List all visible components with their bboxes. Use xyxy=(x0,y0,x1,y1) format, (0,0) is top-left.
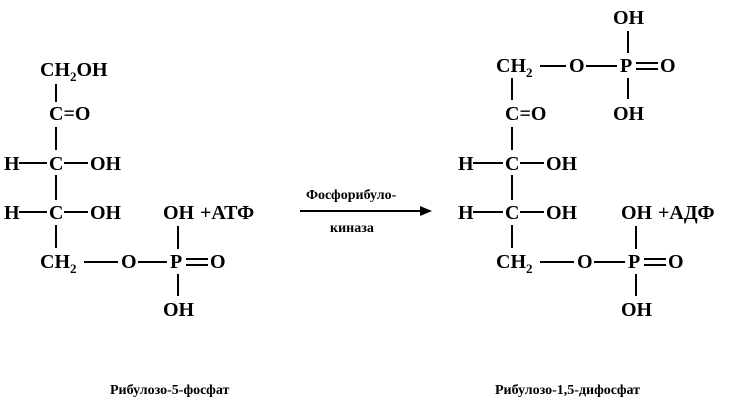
product-row1-c: C xyxy=(505,153,519,175)
atp-label: +АТФ xyxy=(200,202,254,224)
product-row1-h: H xyxy=(458,153,474,175)
product-phosphate-top-oh: OH xyxy=(621,202,653,224)
product-row2-oh: OH xyxy=(546,202,578,224)
adp-label: +АДФ xyxy=(658,202,715,224)
product-carbonyl: C=O xyxy=(505,103,546,125)
product-name: Рибулозо-1,5-дифосфат xyxy=(495,383,640,398)
reactant-carbonyl: C=O xyxy=(49,103,90,125)
reactant-name: Рибулозо-5-фосфат xyxy=(110,383,229,398)
product-row2-h: H xyxy=(458,202,474,224)
arrow-head xyxy=(420,206,432,216)
product-phosphate-row: CH2 xyxy=(496,251,533,276)
enzyme-line1: Фосфорибуло- xyxy=(306,188,397,203)
enzyme-line2: киназа xyxy=(330,221,374,236)
reactant-row2-c: C xyxy=(49,202,63,224)
reactant-phosphate-p: P xyxy=(170,251,182,273)
reactant-phosphate-row: CH2 xyxy=(40,251,77,276)
reactant-phosphate-eq-o: O xyxy=(210,251,226,273)
reaction-arrow-group: Фосфорибуло- киназа xyxy=(300,188,432,236)
product-top-eq-o: O xyxy=(660,55,676,77)
reactant-row2-oh: OH xyxy=(90,202,122,224)
reactant-row1-oh: OH xyxy=(90,153,122,175)
product-top-phosphate-oh-top: OH xyxy=(613,7,645,29)
reactant-row1-h: H xyxy=(4,153,20,175)
product-top-row: CH2 xyxy=(496,55,533,80)
product-top-phosphate-oh-bottom: OH xyxy=(613,103,645,125)
reactant-phosphate-o: O xyxy=(121,251,137,273)
product-phosphate-eq-o: O xyxy=(668,251,684,273)
reactant-ch2oh: CH2OH xyxy=(40,59,108,84)
product-top-p: P xyxy=(620,55,632,77)
product-top-o: O xyxy=(569,55,585,77)
product-phosphate-bottom-oh: OH xyxy=(621,299,653,321)
reactant-row1-c: C xyxy=(49,153,63,175)
product-phosphate-p: P xyxy=(628,251,640,273)
product-row2-c: C xyxy=(505,202,519,224)
product-row1-oh: OH xyxy=(546,153,578,175)
reactant-phosphate-bottom-oh: OH xyxy=(163,299,195,321)
product-phosphate-o: O xyxy=(577,251,593,273)
reactant-molecule: CH2OH C=O H C OH H C OH OH +АТФ CH2 O P xyxy=(4,59,254,321)
reactant-phosphate-top-oh: OH xyxy=(163,202,195,224)
product-molecule: OH CH2 O P O OH C=O H C OH H C OH OH xyxy=(458,7,715,321)
reactant-row2-h: H xyxy=(4,202,20,224)
